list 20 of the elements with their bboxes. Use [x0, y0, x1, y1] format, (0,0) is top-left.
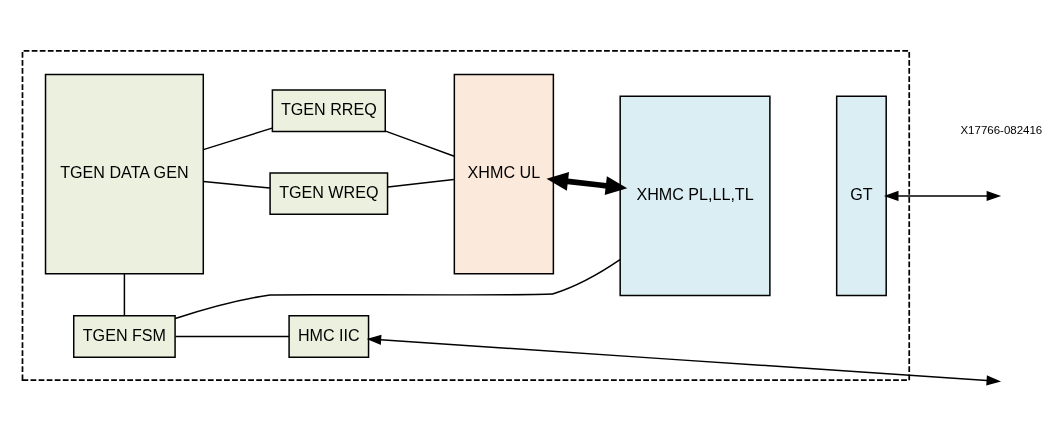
connector [174, 335, 290, 338]
node-box: TGEN WREQ [269, 172, 389, 216]
node-box: GT [835, 95, 887, 297]
connector [387, 178, 455, 188]
label: X17766-082416 [960, 124, 1043, 137]
node-box: XHMC PL,LL,TL [619, 95, 771, 297]
connector [123, 273, 126, 317]
node-box: HMC IIC [288, 314, 370, 358]
cluster [21, 49, 911, 382]
connector [202, 180, 271, 189]
node-box: TGEN FSM [73, 314, 176, 358]
connector [202, 127, 273, 151]
node-box: XHMC UL [453, 73, 555, 275]
connector [384, 130, 455, 157]
arrow [883, 190, 1002, 201]
arrow [546, 171, 628, 196]
node-box: TGEN RREQ [271, 89, 386, 133]
node-box: TGEN DATA GEN [44, 73, 205, 275]
arrow [366, 334, 1002, 386]
connector [174, 258, 621, 320]
